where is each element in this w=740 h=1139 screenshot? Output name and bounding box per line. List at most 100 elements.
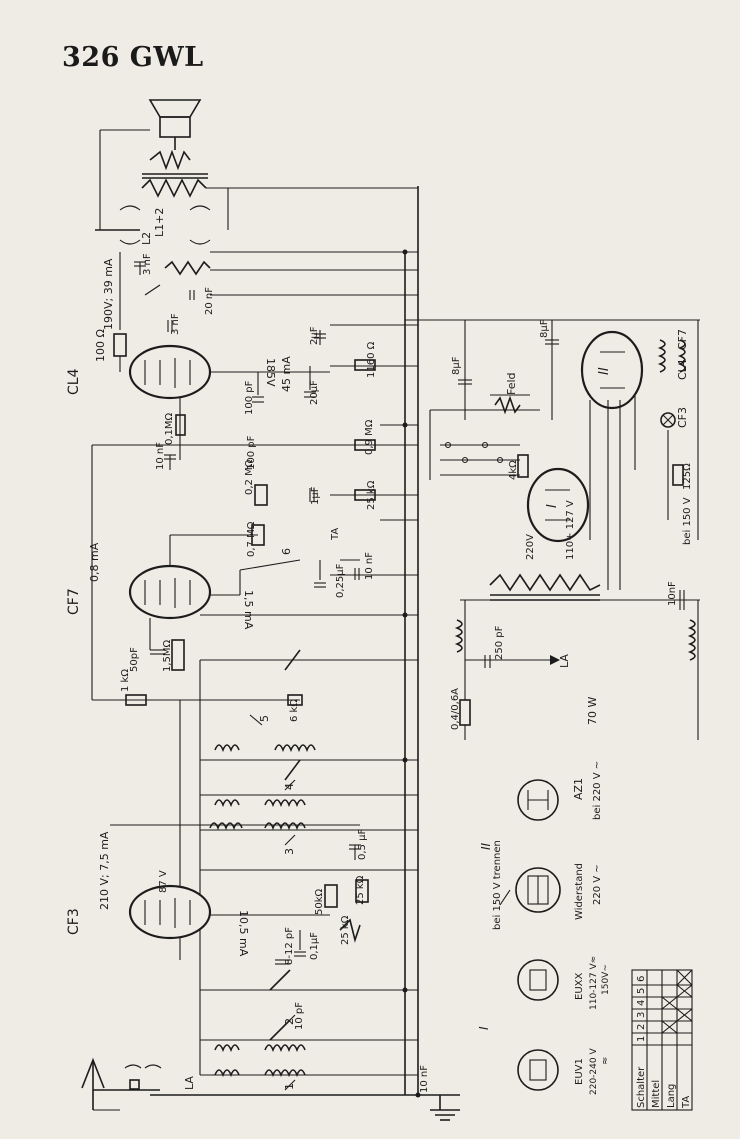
speaker-icon (148, 99, 202, 150)
wid-v-label: 220 V ~ (592, 864, 603, 905)
cf3-stage (110, 824, 369, 1091)
euxx-label: EUXX (574, 973, 585, 1000)
ground-rails (150, 186, 460, 1121)
r25k2-label: 25 kΩ (355, 875, 366, 905)
l12-label: L1+2 (153, 208, 166, 237)
cf3-tube-label: CF3 (66, 908, 82, 935)
c0_5-label: 0,5 µF (357, 829, 368, 860)
c0_1-label: 0,1µF (309, 932, 320, 960)
roman2b-label: II (479, 842, 493, 850)
c10nF-label: 10 nF (364, 552, 375, 580)
rectifier-legend (499, 779, 561, 1091)
switch5-label: 5 (258, 715, 271, 722)
r1160-label: 1160 Ω (366, 341, 377, 378)
euv1-label: EUV1 (574, 1058, 585, 1085)
c100pF-label: 100 pF (244, 380, 255, 415)
c10nF4-label: 10nF (667, 581, 678, 606)
r6k-label: 6 kΩ (289, 699, 300, 722)
bei150trennen-label: bei 150 V trennen (492, 840, 503, 930)
romanI2-label: I (477, 1026, 491, 1030)
c100pF2-label: 100 pF (246, 435, 257, 470)
roman1-label: I (545, 504, 560, 508)
fuse-label: 0,4/0,6A (450, 688, 461, 730)
r0_1-label: 0,1MΩ (164, 412, 175, 445)
r25k-label: 25 kΩ (366, 480, 377, 510)
switch3-label: 3 (283, 848, 296, 855)
v220-label: 220V (525, 534, 536, 560)
la-antenna-label: LA (183, 1076, 196, 1090)
cf3-small-label: CF3 (676, 407, 689, 428)
roman2-label: II (597, 367, 612, 375)
c50pF-label: 50pF (129, 647, 140, 672)
power-supply (405, 319, 700, 740)
ma10_5-label: 10,5 mA (237, 910, 250, 957)
c8uF-label: 8µF (451, 356, 462, 375)
cf7-stage (91, 439, 380, 706)
c2uF-label: 2µF (309, 326, 320, 345)
c3nF2-label: 3 nF (170, 313, 181, 335)
w70-label: 70 W (586, 697, 599, 725)
ta-label: TA (330, 528, 341, 541)
cl4-stage (113, 252, 376, 460)
wid-label: Widerstand (574, 863, 585, 920)
ma45-label: 45 mA (280, 356, 293, 392)
r25k3-label: 25 kΩ (340, 915, 351, 945)
cf7-small-label: CF7 (676, 329, 689, 350)
az1-label: AZ1 (572, 778, 585, 800)
la-label: LA (558, 654, 571, 668)
r1k-label: 1 kΩ (120, 669, 131, 692)
table-col-6: 6 (636, 976, 647, 982)
cl4-tube-label: CL4 (66, 368, 82, 395)
table-col-2: 2 (636, 1024, 647, 1030)
c10pF-label: 10 pF (294, 1002, 305, 1030)
ma1_5-label: 1,5 mA (242, 590, 255, 630)
cf7-tube-label: CF7 (66, 588, 82, 615)
l2-label: L2 (140, 232, 153, 245)
v185-label: 185V (264, 358, 277, 387)
antenna-icon (81, 1057, 162, 1111)
euxx-v2-label: 150V~ (601, 964, 611, 995)
table-col-5: 5 (636, 988, 647, 994)
r100-label: 100 Ω (94, 329, 107, 362)
page-title: 326 GWL (62, 42, 204, 73)
c250-label: 250 pF (494, 625, 505, 660)
c0_25-label: 0,25µF (335, 563, 346, 598)
c8_12-label: 8-12 pF (284, 927, 295, 965)
v87-label: 87 V (158, 870, 169, 893)
loudspeaker-switch (95, 205, 211, 245)
v110-label: 110+ 127 V (565, 500, 576, 560)
switch4-label: 4 (283, 783, 296, 790)
r125-label: 125Ω (682, 463, 693, 490)
switch1-label: 1 (283, 1083, 296, 1090)
euv1-ac-label: ≈ (600, 1057, 611, 1065)
ma0_8-label: 0,8 mA (88, 542, 101, 582)
output-transformer (99, 129, 418, 230)
c20uF-label: 20µF (309, 380, 320, 405)
table-row-mittel: Mittel (651, 1080, 662, 1108)
euxx-v-label: 110-127 V≈ (589, 956, 599, 1010)
r4k-label: 4kΩ (508, 460, 519, 480)
c3nF-label: 3 nF (142, 253, 153, 275)
c1uF-label: 1µF (310, 486, 321, 505)
table-col-1: 1 (636, 1036, 647, 1042)
switch6-label: 6 (280, 548, 293, 555)
r0_7-label: 0,7 MΩ (246, 521, 257, 557)
euv1-v-label: 220-240 V (589, 1048, 599, 1095)
table-row-lang: Lang (666, 1084, 677, 1108)
c8uF2-label: 8µF (539, 319, 550, 338)
c10nF3-label: 10 nF (419, 1065, 430, 1093)
r1_5M-label: 1,5MΩ (162, 639, 173, 672)
r50k-label: 50kΩ (314, 888, 325, 915)
c20nF-label: 20 nF (204, 287, 215, 315)
v190-label: 190V; 39 mA (102, 258, 115, 330)
table-header: Schalter (636, 1066, 647, 1108)
table-row-ta: TA (681, 1096, 692, 1109)
feld-label: Feld (505, 372, 518, 395)
table-col-4: 4 (636, 1000, 647, 1006)
v210-label: 210 V; 7,5 mA (98, 831, 111, 910)
switch-table (631, 969, 693, 1111)
cl4-small-label: CL4 (676, 359, 689, 380)
r0_2-label: 0,2 MΩ (244, 459, 255, 495)
